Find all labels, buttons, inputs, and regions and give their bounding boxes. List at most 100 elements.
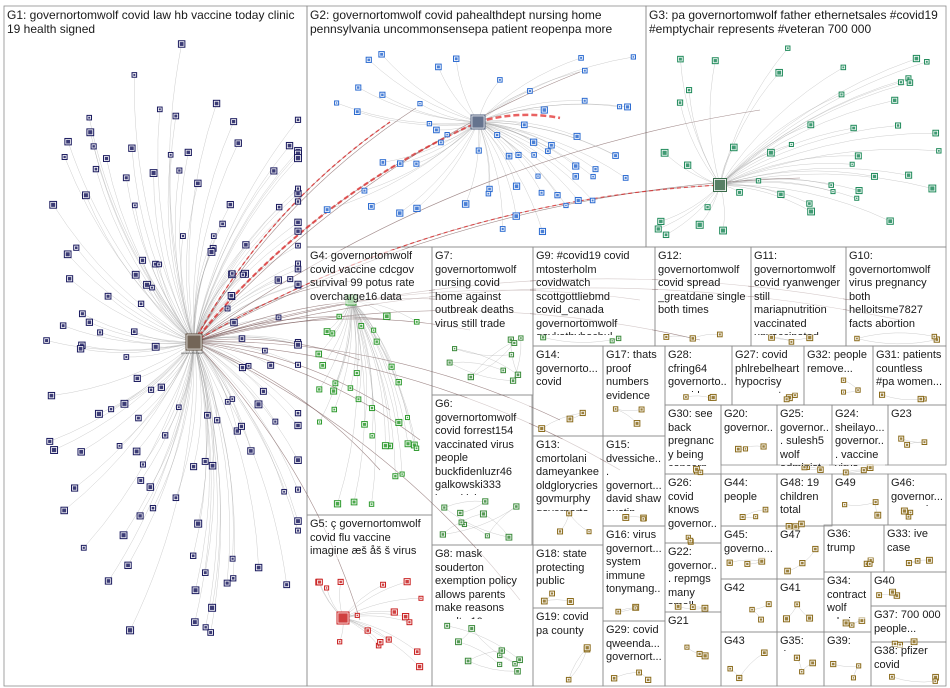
small-group-node (736, 674, 743, 682)
g3-node (849, 161, 855, 167)
g1-edge (51, 341, 195, 396)
small-group-node (917, 395, 924, 403)
g1-node (132, 202, 138, 209)
small-group-node (439, 531, 446, 538)
small-group-node (860, 467, 867, 474)
g2-node (397, 160, 404, 167)
hub-node-g3 (713, 178, 727, 192)
group-label-g26: G26: covid knows governor... comparin... (668, 477, 718, 535)
small-group-node (876, 592, 883, 599)
g3-node (788, 141, 794, 148)
g1-node (73, 244, 80, 251)
g2-edge (477, 121, 593, 201)
g2-node (531, 152, 537, 158)
g1-edge (193, 341, 208, 524)
group-label-g20: G20: governor... (724, 408, 774, 438)
g1-node (133, 374, 141, 382)
g1-edge (76, 247, 195, 343)
small-group-edge (471, 628, 516, 664)
g3-node (719, 226, 727, 235)
g1-node (94, 409, 103, 418)
small-group-node (586, 529, 592, 535)
g1-edge (193, 341, 299, 461)
g1-g2-strong-edge (193, 120, 479, 343)
g1-edge (193, 341, 259, 568)
g2-node (499, 226, 506, 232)
group-label-g42: G42 (724, 582, 774, 596)
g1-edge (193, 119, 299, 343)
g1-edge (193, 341, 235, 579)
small-group-node (645, 676, 652, 683)
g2-node (505, 152, 513, 160)
g2-edge (477, 121, 576, 167)
g1-node (180, 233, 186, 239)
g1-node (59, 322, 67, 329)
g1-edge (129, 341, 195, 631)
g4-node (395, 378, 402, 386)
g2-node (545, 148, 551, 154)
g1-node (86, 114, 93, 121)
g4-node (413, 445, 420, 451)
g1-node (287, 276, 294, 283)
g1-node (137, 477, 145, 484)
small-group-edge (468, 650, 502, 662)
small-group-node (583, 644, 591, 652)
g1-edge (193, 341, 299, 522)
small-group-node (727, 665, 733, 672)
g3-node (932, 129, 940, 137)
g4-node (381, 442, 389, 450)
g4-edge (350, 299, 357, 389)
g3-edge (719, 132, 936, 186)
g1-node (262, 347, 268, 354)
g2-node (590, 173, 596, 180)
g1-node (148, 386, 155, 393)
g1-node (208, 461, 217, 470)
g2-edge (368, 59, 479, 123)
g1-long-edge (193, 338, 361, 361)
g3-node (777, 190, 785, 199)
g2-edge (399, 121, 479, 214)
g2-edge (416, 121, 479, 209)
small-group-node (758, 616, 764, 623)
g2-node (433, 126, 440, 134)
small-group-node (452, 346, 458, 352)
g2-node (396, 209, 404, 217)
g1-edge (89, 117, 195, 343)
g2-edge (477, 121, 576, 177)
small-group-node (538, 425, 546, 432)
g2-edge (465, 121, 479, 205)
g4-edge (350, 299, 417, 449)
g2-node (548, 141, 555, 149)
small-group-node (840, 377, 847, 383)
g2-edge (477, 100, 585, 123)
group-label-g27: G27: covid phlrebelhearthypocrisy govern… (735, 349, 801, 393)
g3-node (912, 54, 921, 63)
g2-node (624, 103, 631, 111)
small-group-node (632, 605, 638, 611)
g3-edge (719, 124, 811, 186)
small-group-node (782, 615, 790, 623)
small-group-node (768, 334, 775, 341)
group-label-g14: G14: governorto... covid (536, 349, 600, 390)
group-label-g3: G3: pa governortomwolf father ethernetsa… (649, 9, 943, 36)
small-group-node (458, 519, 465, 526)
small-group-node (689, 335, 696, 342)
g1-edge (193, 143, 239, 343)
g3-node (785, 45, 791, 51)
hub-node-governortomwolf (185, 333, 203, 351)
small-group-node (457, 509, 464, 517)
g1-node (254, 563, 263, 572)
small-group-node (540, 597, 548, 605)
g2-node (521, 121, 528, 129)
g1-node (149, 284, 155, 291)
small-group-node (579, 409, 586, 417)
g2-node (453, 55, 460, 62)
small-group-edge (856, 332, 935, 339)
group-label-g40: G40 (874, 575, 943, 589)
small-group-node (441, 504, 448, 511)
g4-edge (350, 299, 409, 444)
g2-node (355, 84, 362, 91)
g1-node (86, 128, 95, 137)
small-group-edge (442, 506, 517, 535)
